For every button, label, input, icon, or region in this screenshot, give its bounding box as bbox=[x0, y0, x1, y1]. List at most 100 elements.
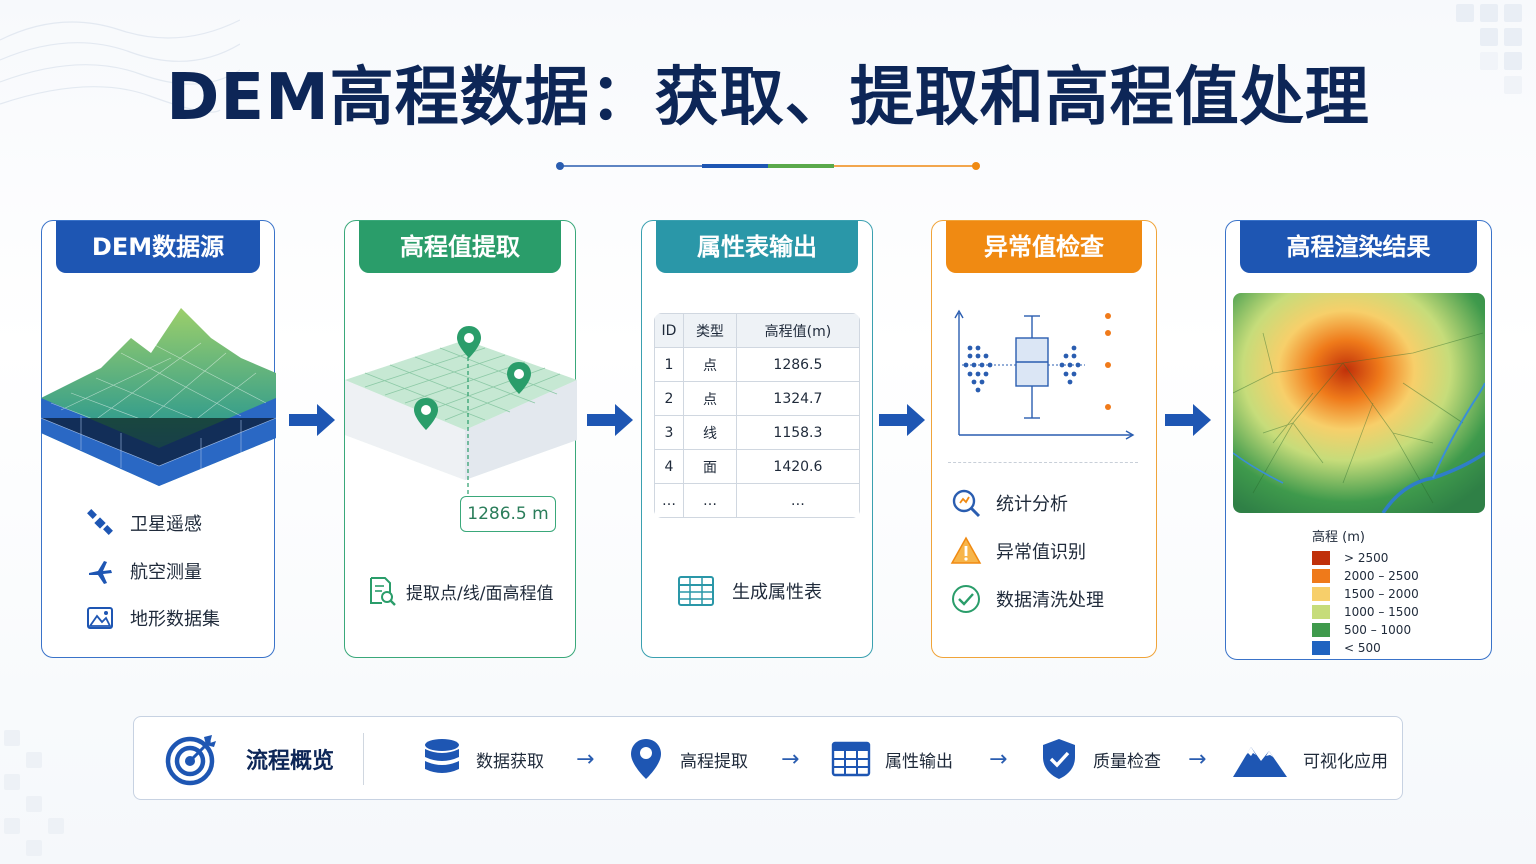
table-cell: 1324.7 bbox=[735, 381, 860, 416]
table-cell: 1420.6 bbox=[735, 449, 860, 484]
card-header: DEM数据源 bbox=[56, 221, 260, 273]
legend-label: < 500 bbox=[1344, 641, 1381, 655]
map-pin-icon bbox=[626, 737, 666, 781]
legend-title: 高程 (m) bbox=[1312, 530, 1365, 545]
item-label: 航空测量 bbox=[130, 562, 202, 583]
check-circle-icon bbox=[950, 583, 982, 615]
overview-step: 高程提取 bbox=[626, 717, 748, 801]
terrain-image-icon bbox=[84, 602, 116, 634]
overview-step: 属性输出 bbox=[831, 717, 953, 801]
legend-item: 500 – 1000 bbox=[1312, 621, 1419, 639]
legend-label: 2000 – 2500 bbox=[1344, 569, 1419, 583]
flow-arrow-icon bbox=[1165, 404, 1211, 436]
chevron-right-icon: → bbox=[781, 747, 800, 772]
overview-separator bbox=[363, 733, 364, 785]
item-label: 统计分析 bbox=[996, 494, 1068, 515]
legend-label: 1000 – 1500 bbox=[1344, 605, 1419, 619]
table-cell: 面 bbox=[683, 449, 737, 484]
overview-step: 质量检查 bbox=[1039, 717, 1161, 801]
card-header: 异常值检查 bbox=[946, 221, 1142, 273]
item-label: 地形数据集 bbox=[130, 609, 220, 630]
card-dem-source: DEM数据源 bbox=[41, 220, 275, 658]
table-cell: 线 bbox=[683, 415, 737, 450]
legend-item: 2000 – 2500 bbox=[1312, 567, 1419, 585]
target-icon bbox=[164, 731, 220, 787]
step-label: 质量检查 bbox=[1093, 751, 1161, 772]
corner-pattern-bottom-left bbox=[4, 730, 64, 856]
list-item: 地形数据集 bbox=[84, 602, 220, 634]
legend-label: > 2500 bbox=[1344, 551, 1389, 565]
column-header: 类型 bbox=[683, 313, 737, 348]
elevation-value-tag: 1286.5 m bbox=[460, 496, 556, 532]
magnifier-icon bbox=[950, 487, 982, 519]
list-item: 统计分析 bbox=[950, 487, 1068, 519]
satellite-icon bbox=[84, 507, 116, 539]
legend-item: > 2500 bbox=[1312, 549, 1419, 567]
overview-step: 数据获取 bbox=[422, 717, 544, 801]
column-header: ID bbox=[654, 313, 685, 348]
legend-item: 1000 – 1500 bbox=[1312, 603, 1419, 621]
chevron-right-icon: → bbox=[989, 747, 1008, 772]
step-label: 数据获取 bbox=[476, 751, 544, 772]
page-title: DEM高程数据：获取、提取和高程值处理 bbox=[166, 61, 1370, 135]
table-icon bbox=[831, 737, 871, 781]
item-label: 卫星遥感 bbox=[130, 514, 202, 535]
legend-item: 1500 – 2000 bbox=[1312, 585, 1419, 603]
table-icon bbox=[676, 575, 716, 607]
item-label: 数据清洗处理 bbox=[996, 590, 1104, 611]
table-cell: … bbox=[654, 483, 685, 518]
step-label: 高程提取 bbox=[680, 751, 748, 772]
caption-label: 提取点/线/面高程值 bbox=[406, 583, 554, 604]
list-item: 卫星遥感 bbox=[84, 507, 202, 539]
document-search-icon bbox=[366, 575, 398, 607]
flow-arrow-icon bbox=[879, 404, 925, 436]
legend-item: < 500 bbox=[1312, 639, 1419, 657]
table-cell: 2 bbox=[654, 381, 685, 416]
chevron-right-icon: → bbox=[1188, 747, 1207, 772]
card-header: 高程值提取 bbox=[359, 221, 561, 273]
database-icon bbox=[422, 737, 462, 781]
step-label: 可视化应用 bbox=[1303, 751, 1388, 772]
table-cell: 1 bbox=[654, 347, 685, 382]
column-header: 高程值(m) bbox=[735, 313, 860, 348]
table-cell: 点 bbox=[683, 381, 737, 416]
overview-label: 流程概览 bbox=[246, 749, 335, 774]
elevation-legend: 高程 (m) > 2500 2000 – 2500 1500 – 2000 10… bbox=[1312, 526, 1419, 657]
card-outlier-check: 异常值检查 bbox=[931, 220, 1157, 658]
list-item: 生成属性表 bbox=[676, 575, 822, 607]
table-cell: … bbox=[683, 483, 737, 518]
mountain-icon bbox=[1231, 737, 1289, 781]
list-item: 异常值识别 bbox=[950, 535, 1086, 567]
flow-arrow-icon bbox=[289, 404, 335, 436]
legend-label: 500 – 1000 bbox=[1344, 623, 1412, 637]
table-cell: 4 bbox=[654, 449, 685, 484]
list-item: 航空测量 bbox=[84, 555, 202, 587]
overview-step: 可视化应用 bbox=[1231, 717, 1388, 801]
title-divider bbox=[556, 162, 980, 170]
table-cell: … bbox=[735, 483, 860, 518]
card-header: 高程渲染结果 bbox=[1240, 221, 1477, 273]
airplane-icon bbox=[84, 555, 116, 587]
table-cell: 3 bbox=[654, 415, 685, 450]
list-item: 提取点/线/面高程值 bbox=[366, 575, 553, 607]
table-cell: 1158.3 bbox=[735, 415, 860, 450]
shield-check-icon bbox=[1039, 737, 1079, 781]
legend-label: 1500 – 2000 bbox=[1344, 587, 1419, 601]
table-header-row: ID 类型 高程值(m) bbox=[654, 313, 860, 348]
table-cell: 1286.5 bbox=[735, 347, 860, 382]
list-item: 数据清洗处理 bbox=[950, 583, 1104, 615]
process-overview-bar: 流程概览 数据获取 → 高程提取 → 属性输出 → 质量检查 → 可视化应用 bbox=[133, 716, 1403, 800]
flow-arrow-icon bbox=[587, 404, 633, 436]
overview-header: 流程概览 bbox=[164, 717, 334, 801]
warning-icon bbox=[950, 535, 982, 567]
table-cell: 点 bbox=[683, 347, 737, 382]
table-row: ……… bbox=[654, 483, 860, 518]
chevron-right-icon: → bbox=[576, 747, 595, 772]
item-label: 异常值识别 bbox=[996, 542, 1086, 563]
card-header: 属性表输出 bbox=[656, 221, 858, 273]
